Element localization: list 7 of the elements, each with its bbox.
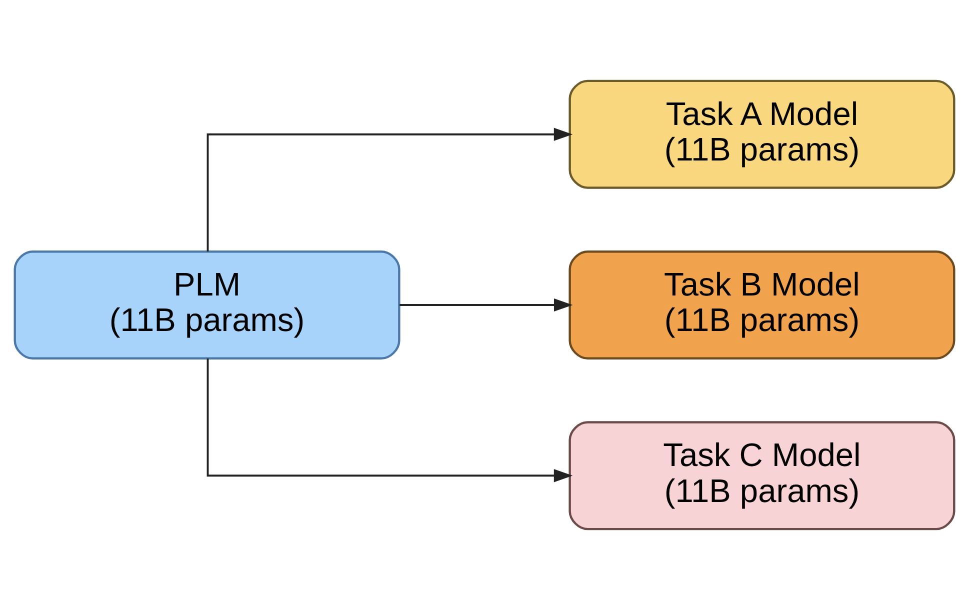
node-box: Task B Model (11B params) <box>568 250 956 360</box>
arrow <box>206 128 573 252</box>
arrow <box>400 298 573 312</box>
node-box: Task C Model (11B params) <box>568 421 956 530</box>
node-box: Task A Model (11B params) <box>568 80 956 189</box>
node-box: PLM (11B params) <box>14 250 400 360</box>
arrow <box>206 358 573 482</box>
